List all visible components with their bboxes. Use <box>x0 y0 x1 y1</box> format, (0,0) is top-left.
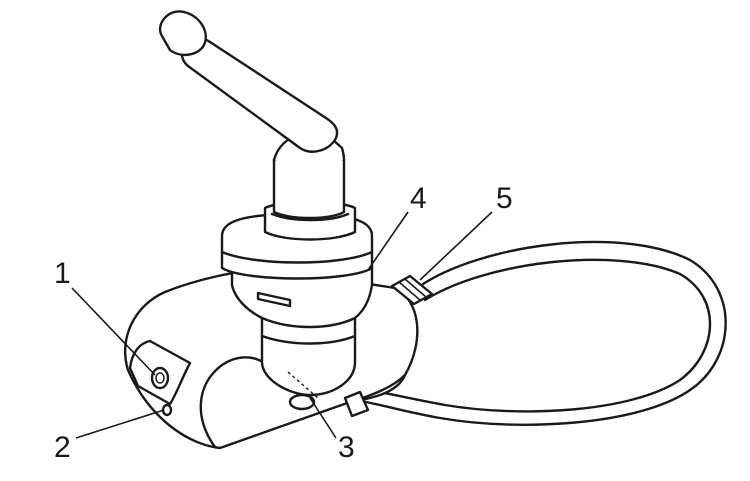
callout-2: 2 <box>54 431 71 464</box>
nebulizer-cup <box>230 266 374 411</box>
indicator-light <box>161 403 173 417</box>
callout-4: 4 <box>410 182 427 215</box>
leader-5 <box>419 211 493 281</box>
leader-2 <box>75 409 165 439</box>
leader-3 <box>309 397 337 439</box>
leader-4 <box>367 211 409 271</box>
callout-1: 1 <box>54 257 71 290</box>
air-inlet-connector <box>343 390 370 418</box>
callout-3: 3 <box>338 431 355 464</box>
callout-5: 5 <box>496 182 513 215</box>
mouthpiece <box>159 10 346 220</box>
air-tube <box>353 240 727 426</box>
tube-connector <box>390 274 434 306</box>
leader-1 <box>71 287 156 376</box>
